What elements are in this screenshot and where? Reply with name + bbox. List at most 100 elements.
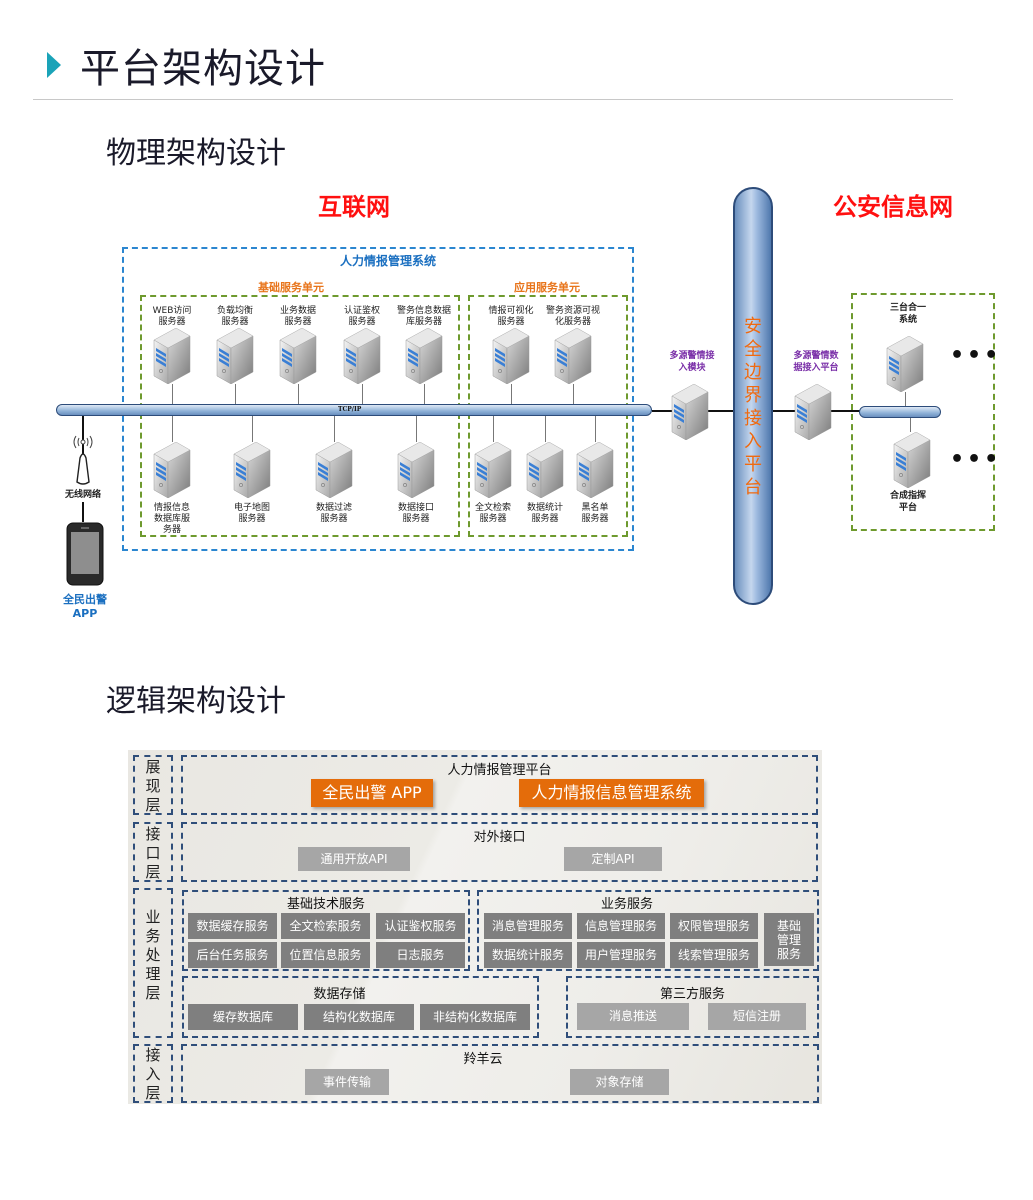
server-icon	[396, 442, 436, 498]
server-icon	[342, 328, 382, 384]
presentation-layer-name: 展 现 层	[145, 758, 161, 814]
server-label: 数据接口 服务器	[397, 503, 434, 524]
server-link-line	[172, 416, 173, 442]
third-party-item[interactable]: 短信注册	[708, 1003, 806, 1030]
wireless-link-line	[82, 416, 84, 456]
custom-api-item[interactable]: 定制API	[564, 847, 662, 871]
basic-management-service-item[interactable]: 基础 管理 服务	[764, 913, 814, 966]
service-item[interactable]: 数据统计服务	[484, 942, 572, 968]
access-platform-label: 多源警情数 据接入平台	[793, 351, 839, 373]
more-systems-ellipsis-top: •••	[950, 343, 1002, 368]
server-icon	[553, 328, 593, 384]
service-item[interactable]: 消息管理服务	[484, 913, 572, 939]
boundary-label-char: 界	[744, 385, 762, 406]
police-bottom-system-label: 合成指挥 平台	[889, 491, 926, 513]
server-label: WEB访问 服务器	[152, 306, 192, 327]
internet-label: 互联网	[318, 193, 390, 221]
service-item[interactable]: 信息管理服务	[577, 913, 665, 939]
interface-layer-label-box: 接 口 层	[133, 822, 173, 882]
server-icon	[404, 328, 444, 384]
server-link-line	[545, 416, 546, 442]
service-item[interactable]: 结构化数据库	[304, 1004, 414, 1030]
title-divider	[33, 99, 953, 100]
boundary-label-char: 安	[744, 316, 762, 337]
server-label: 警务资源可视 化服务器	[545, 306, 600, 327]
server-link-line	[298, 384, 299, 404]
service-item[interactable]: 后台任务服务	[188, 942, 277, 968]
server-link-line	[252, 416, 253, 442]
access-module-server-icon	[670, 384, 710, 440]
service-item[interactable]: 数据缓存服务	[188, 913, 277, 939]
server-label: 数据过滤 服务器	[315, 503, 352, 524]
boundary-platform-label: 安全边界接入平台	[733, 315, 773, 499]
presentation-title: 人力情报管理平台	[447, 763, 552, 778]
title-arrow-icon	[47, 52, 61, 78]
third-party-group	[566, 976, 819, 1038]
third-party-item[interactable]: 消息推送	[577, 1003, 689, 1030]
server-link-line	[172, 384, 173, 404]
third-party-title: 第三方服务	[659, 987, 725, 1002]
server-icon	[491, 328, 531, 384]
service-item[interactable]: 位置信息服务	[281, 942, 370, 968]
server-link-line	[511, 384, 512, 404]
data-storage-title: 数据存储	[313, 987, 366, 1002]
service-item[interactable]: 日志服务	[376, 942, 465, 968]
page-title: 平台架构设计	[80, 46, 326, 92]
service-item[interactable]: 认证鉴权服务	[376, 913, 465, 939]
boundary-label-char: 台	[744, 477, 762, 498]
server-link-line	[424, 384, 425, 404]
server-icon	[575, 442, 615, 498]
open-api-item[interactable]: 通用开放API	[298, 847, 410, 871]
logical-section-title: 逻辑架构设计	[106, 684, 286, 719]
boundary-label-char: 接	[744, 408, 762, 429]
physical-section-title: 物理架构设计	[106, 136, 286, 171]
basic-tech-title: 基础技术服务	[286, 897, 365, 912]
server-label: 情报信息 数据库服 务器	[153, 503, 190, 535]
police-bottom-server-icon	[892, 432, 932, 488]
wireless-antenna-icon	[73, 435, 93, 485]
police-top-system-label: 三台合一 系统	[889, 303, 926, 325]
event-transfer-item[interactable]: 事件传输	[305, 1069, 389, 1095]
service-item[interactable]: 权限管理服务	[670, 913, 758, 939]
basic-unit-title: 基础服务单元	[258, 281, 324, 294]
app-button[interactable]: 全民出警 APP	[311, 779, 433, 807]
police-top-link	[905, 392, 906, 406]
server-label: 黑名单 服务器	[581, 503, 609, 524]
data-storage-group	[182, 976, 539, 1038]
server-label: 情报可视化 服务器	[488, 306, 534, 327]
service-item[interactable]: 缓存数据库	[188, 1004, 298, 1030]
service-item[interactable]: 全文检索服务	[281, 913, 370, 939]
access-platform-server-icon	[793, 384, 833, 440]
police-top-server-icon	[885, 336, 925, 392]
server-link-line	[362, 384, 363, 404]
server-label: 认证鉴权 服务器	[343, 306, 380, 327]
intel-system-button[interactable]: 人力情报信息管理系统	[519, 779, 704, 807]
police-net-label: 公安信息网	[833, 193, 953, 221]
server-label: 电子地图 服务器	[233, 503, 270, 524]
access-layer-box	[181, 1044, 819, 1103]
system-title: 人力情报管理系统	[340, 254, 437, 268]
interface-title: 对外接口	[473, 830, 526, 845]
service-item[interactable]: 非结构化数据库	[420, 1004, 530, 1030]
service-item[interactable]: 线索管理服务	[670, 942, 758, 968]
tcp-ip-bus	[56, 404, 652, 416]
server-icon	[232, 442, 272, 498]
app-unit-title: 应用服务单元	[514, 281, 580, 294]
hr-intel-system-box	[122, 247, 634, 551]
wireless-label: 无线网络	[64, 490, 101, 500]
server-label: 警务信息数据 库服务器	[396, 306, 451, 327]
server-link-line	[416, 416, 417, 442]
more-systems-ellipsis-bottom: •••	[950, 447, 1002, 472]
service-item[interactable]: 用户管理服务	[577, 942, 665, 968]
phone-link-line	[82, 502, 84, 522]
server-link-line	[235, 384, 236, 404]
boundary-label-char: 边	[744, 362, 762, 383]
basic-unit-box	[140, 295, 460, 537]
server-icon	[215, 328, 255, 384]
server-link-line	[493, 416, 494, 442]
business-layer-name: 业 务 处 理 层	[145, 908, 161, 1002]
server-icon	[473, 442, 513, 498]
object-storage-item[interactable]: 对象存储	[570, 1069, 669, 1095]
smartphone-icon	[66, 522, 104, 586]
business-services-group	[477, 890, 819, 971]
